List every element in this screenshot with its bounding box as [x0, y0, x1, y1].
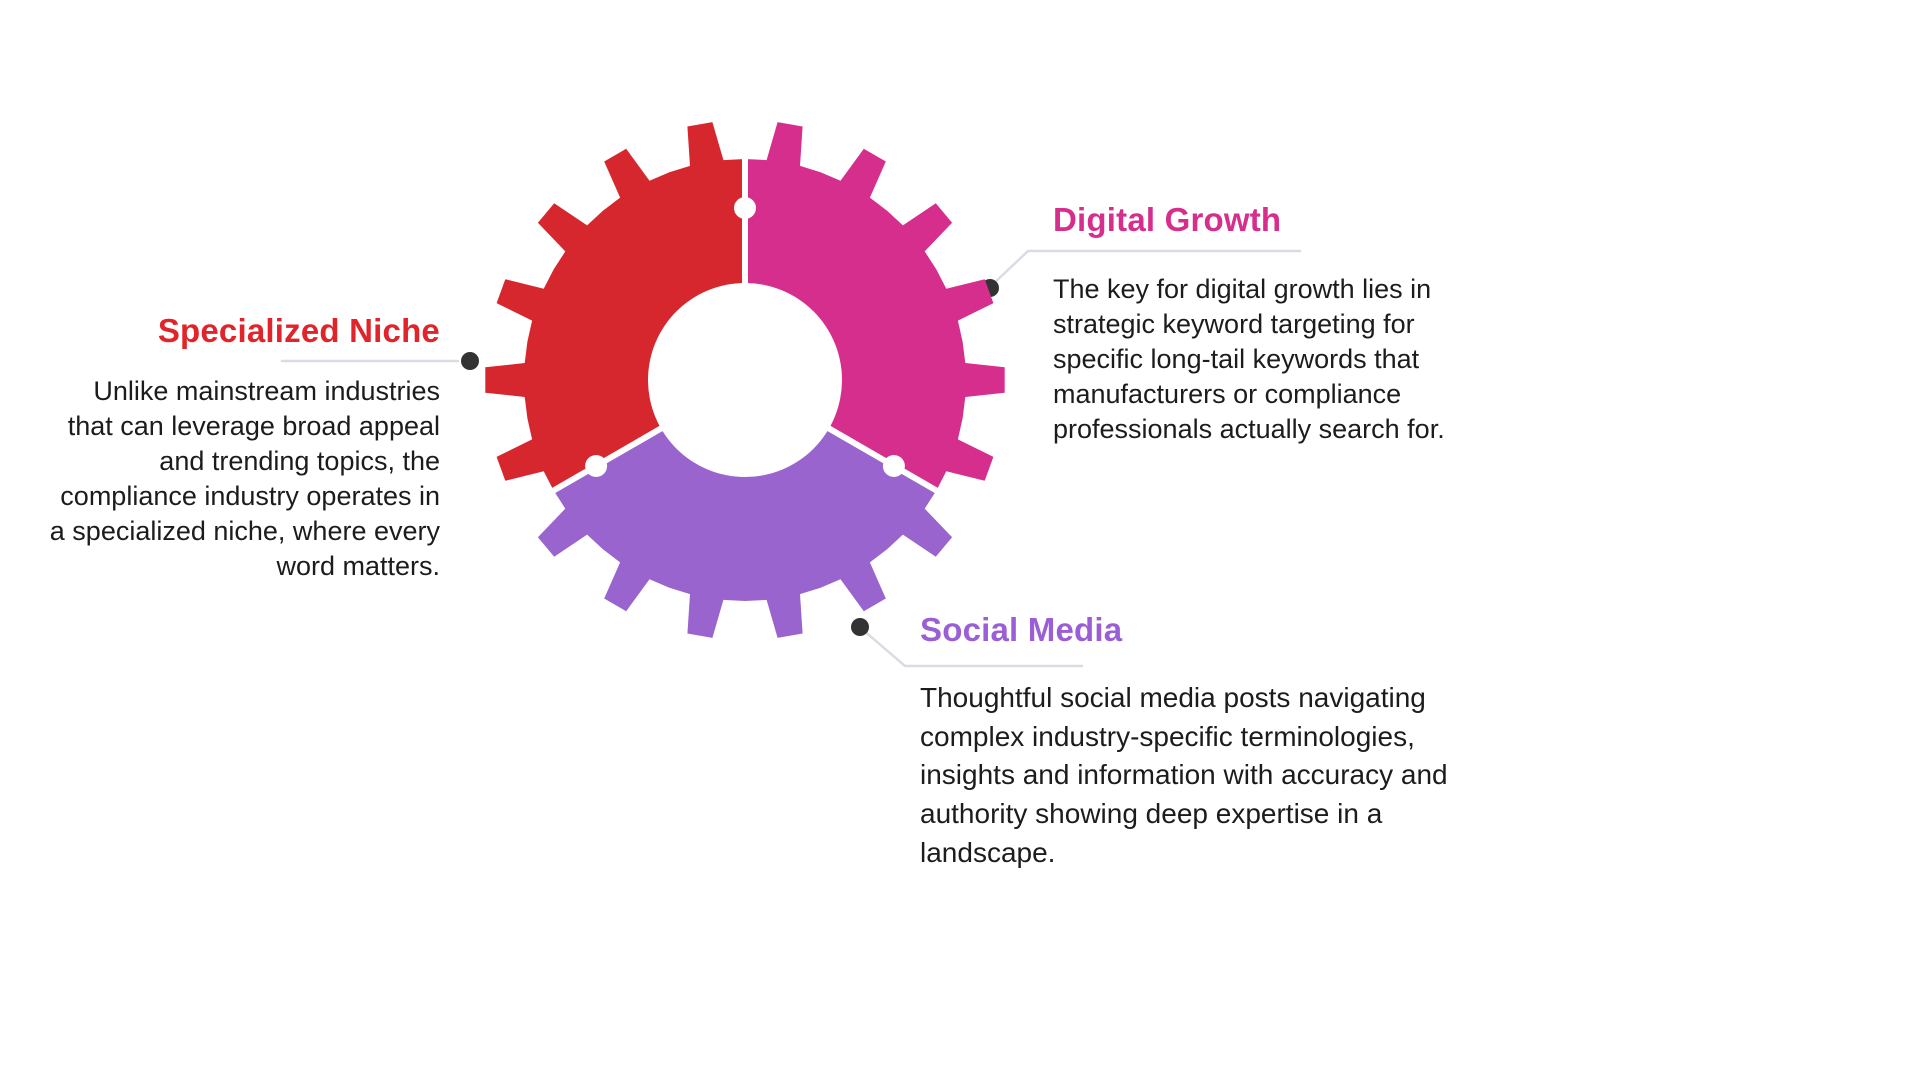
section-title-specialized-niche: Specialized Niche: [157, 312, 440, 349]
connector-line: [989, 249, 1302, 288]
gear: [485, 112, 1005, 638]
gear-notches: [585, 197, 905, 477]
section-social-media: Social Media Thoughtful social media pos…: [920, 611, 1495, 872]
connector-digital-growth: [989, 249, 1302, 288]
gear-segment-social-media: [485, 380, 1005, 638]
section-body-specialized-niche: Unlike mainstream industries that can le…: [49, 376, 440, 582]
connector-dot-specialized-niche: [461, 352, 479, 370]
section-body-digital-growth: The key for digital growth lies in strat…: [1053, 274, 1445, 445]
gear-center-hole: [648, 283, 842, 477]
section-specialized-niche: Specialized Niche Unlike mainstream indu…: [48, 312, 440, 585]
connector-social-media: [860, 627, 1084, 668]
connector-dot-social-media: [851, 618, 869, 636]
section-title-social-media: Social Media: [920, 611, 1123, 648]
section-title-digital-growth: Digital Growth: [1053, 201, 1282, 238]
section-body-social-media: Thoughtful social media posts navigating…: [920, 682, 1448, 868]
section-digital-growth: Digital Growth The key for digital growt…: [1053, 201, 1445, 447]
connector-line: [860, 627, 1084, 668]
